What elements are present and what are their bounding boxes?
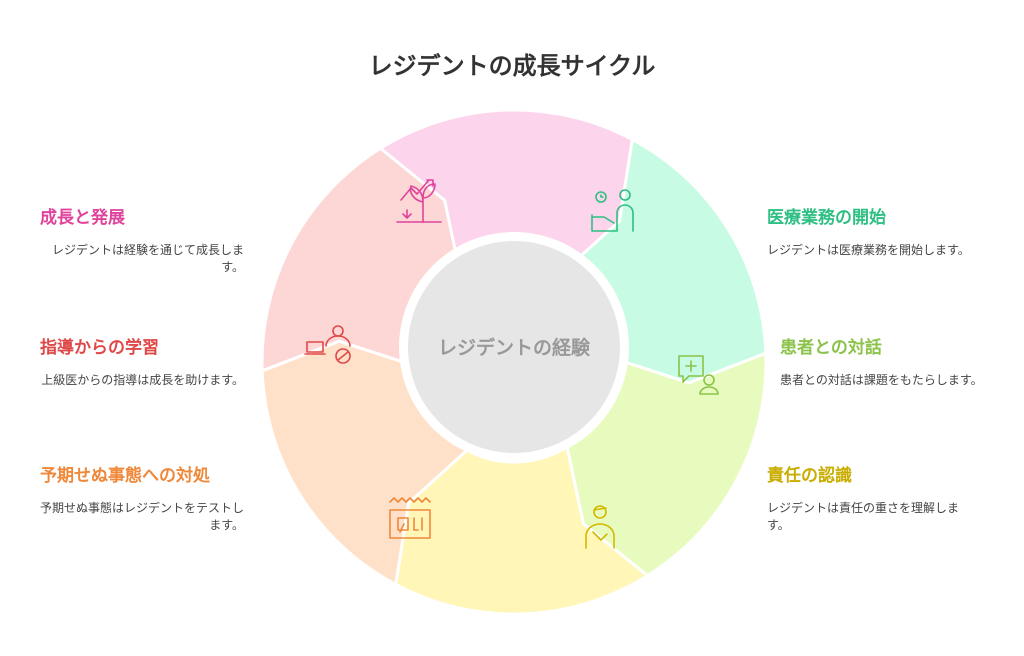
stage-description: 上級医からの指導は成長を助けます。	[41, 373, 244, 387]
stage-label-start: 医療業務の開始 レジデントは医療業務を開始します。	[767, 206, 997, 259]
stage-description: レジデントは経験を通じて成長します。	[51, 243, 244, 274]
growing-plant-icon	[396, 179, 442, 223]
stage-description: レジデントは医療業務を開始します。	[767, 243, 970, 257]
center-label: レジデントの経験	[438, 336, 591, 359]
stage-label-responsibility: 責任の認識 レジデントは責任の重さを理解します。	[767, 464, 997, 534]
stage-heading: 成長と発展	[40, 208, 125, 228]
injured-person-icon	[585, 505, 615, 549]
stage-description: 予期せぬ事態はレジデントをテストします。	[40, 501, 245, 532]
diagram-title: レジデントの成長サイクル	[368, 52, 656, 80]
stage-heading: 医療業務の開始	[767, 208, 886, 228]
stage-label-guidance: 指導からの学習 上級医からの指導は成長を助けます。	[40, 336, 270, 389]
alarm-sign-icon	[389, 497, 431, 539]
mentor-laptop-icon	[304, 325, 351, 364]
medical-chat-icon	[678, 355, 719, 395]
stage-heading: 患者との対話	[780, 338, 882, 358]
stage-label-growth: 成長と発展 レジデントは経験を通じて成長します。	[40, 206, 270, 276]
stage-heading: 責任の認識	[767, 466, 852, 486]
stage-heading: 予期せぬ事態への対処	[40, 466, 210, 486]
stage-heading: 指導からの学習	[40, 338, 159, 358]
doctor-patient-icon	[591, 189, 634, 232]
stage-label-unexpected: 予期せぬ事態への対処 予期せぬ事態はレジデントをテストします。	[40, 464, 270, 534]
center-hub	[408, 241, 620, 453]
stage-description: 患者との対話は課題をもたらします。	[780, 373, 983, 387]
stage-description: レジデントは責任の重さを理解します。	[767, 501, 960, 532]
stage-label-dialogue: 患者との対話 患者との対話は課題をもたらします。	[780, 336, 1010, 389]
